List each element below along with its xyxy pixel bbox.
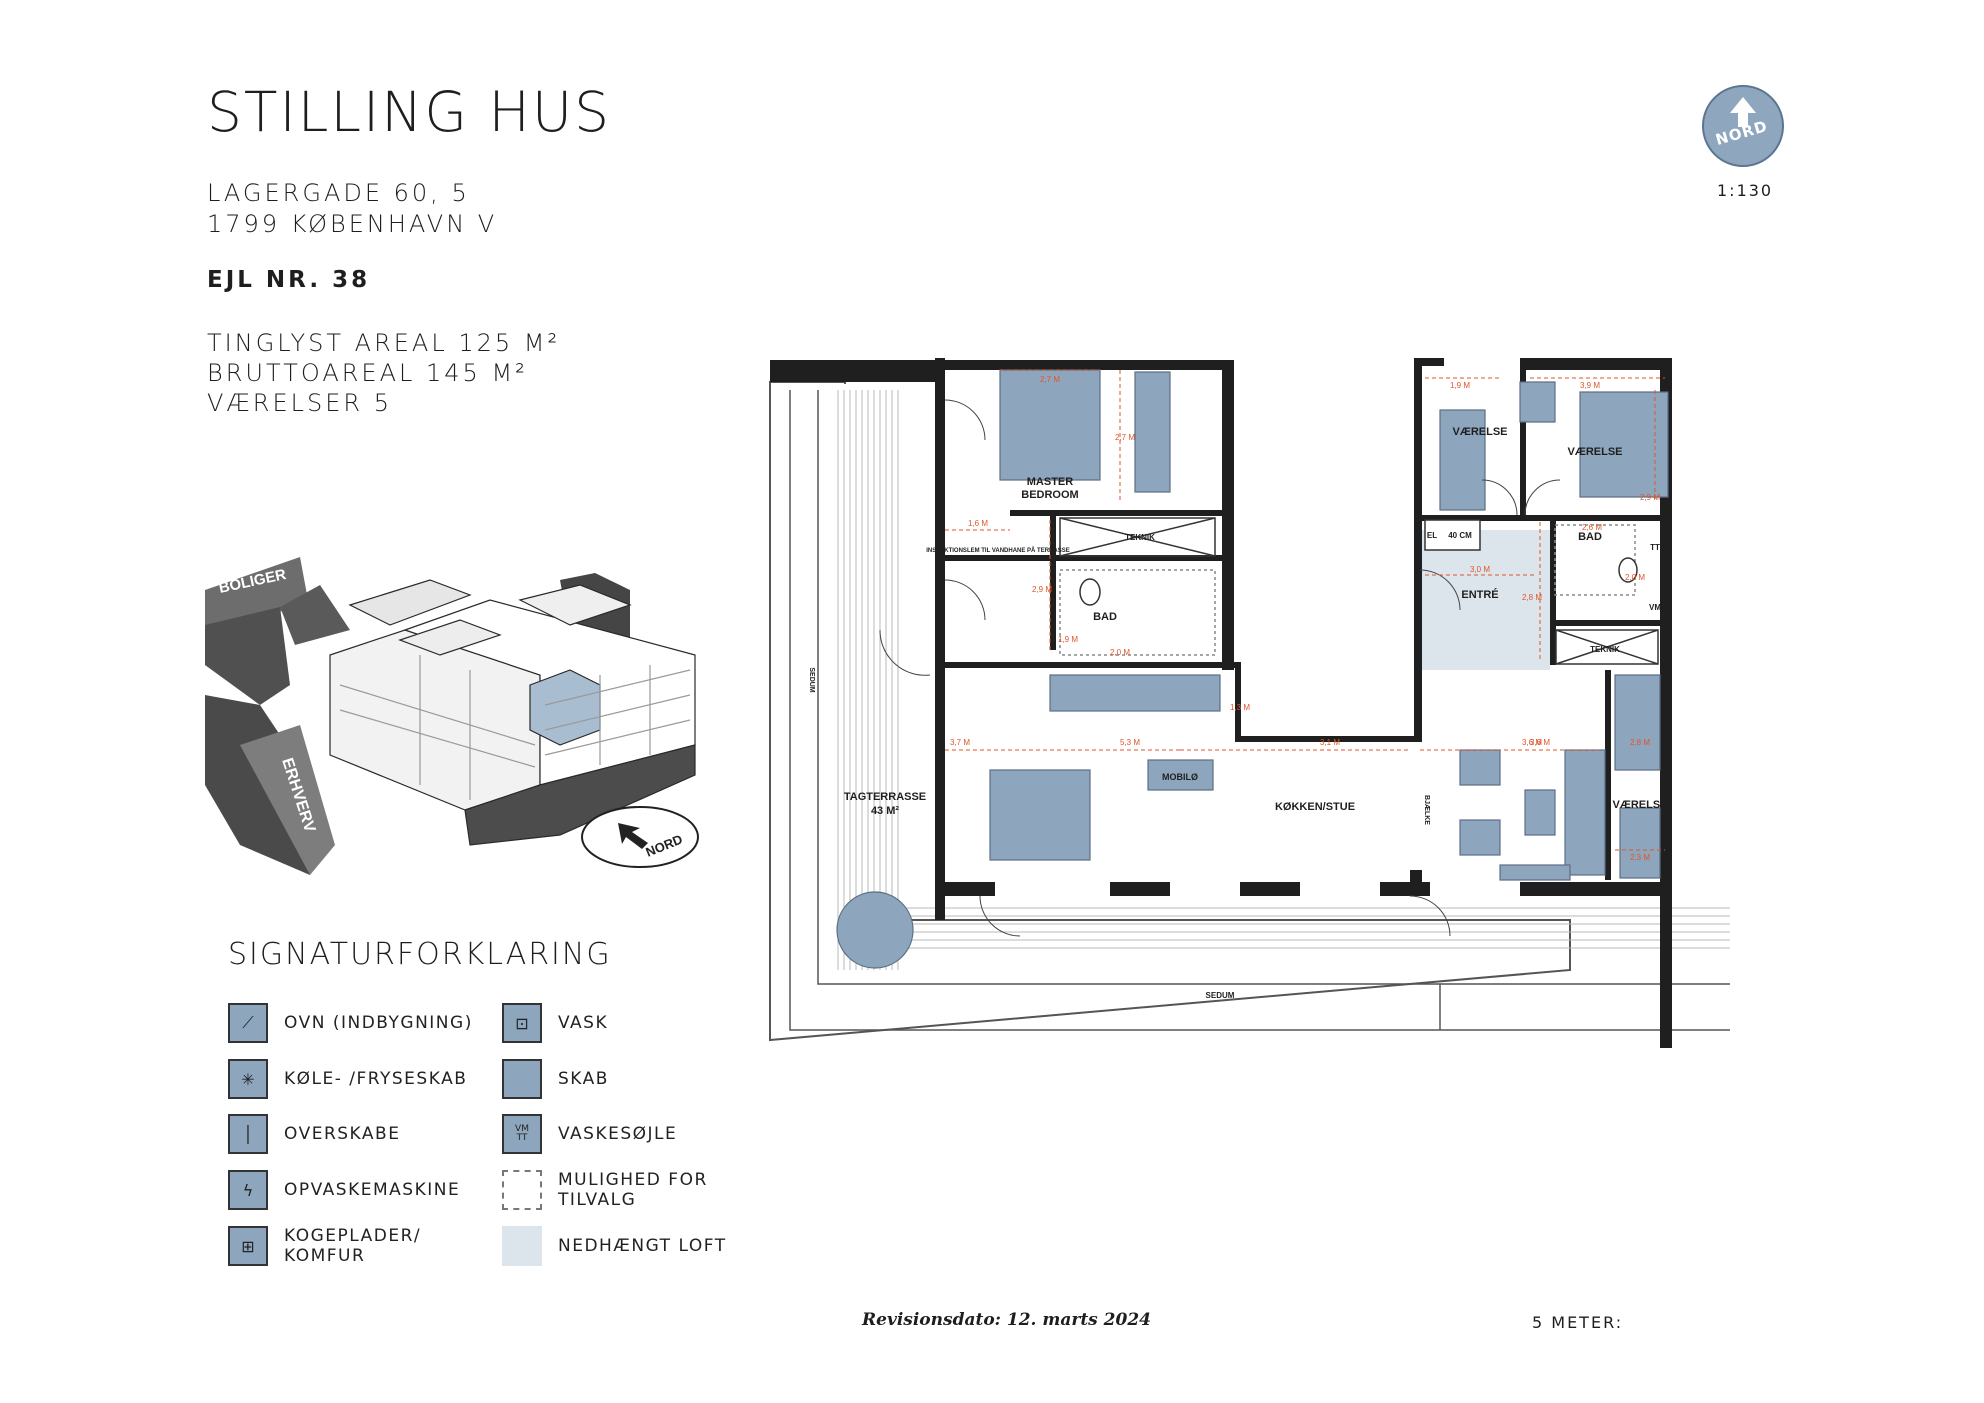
address-line-1: LAGERGADE 60, 5 [207,179,470,207]
legend-label: OVERSKABE [284,1124,401,1144]
dim-label: 3,6 M [1522,738,1542,747]
dim-label: 1,6 M [968,519,988,528]
dim-label: 5,3 M [1120,738,1140,747]
dim-label: 2,7 M [1040,375,1060,384]
legend-item-sink: ⊡ VASK [502,1003,608,1043]
legend-item-washer-dryer: VM TT VASKESØJLE [502,1114,677,1154]
meter-scale-label: 5 METER: [1532,1313,1624,1332]
vm-label: VM [1649,603,1661,612]
legend-label: SKAB [558,1069,609,1089]
legend-label: OPVASKEMASKINE [284,1180,461,1200]
room-tech-2-label: TEKNIK [1590,645,1620,654]
room-bath-1-label: BAD [1093,611,1117,623]
cabinet-icon [502,1059,542,1099]
north-compass-icon [1702,85,1784,167]
beam-label: BJÆLKE [1423,795,1430,825]
dim-label: 2,7 M [1115,433,1135,442]
dim-label: 1,9 M [1450,381,1470,390]
dim-label: 2,9 M [1032,585,1052,594]
unit-number: EJL NR. 38 [207,267,371,293]
room-tech-1-label: TEKNIK [1125,533,1155,542]
el-label: EL [1427,531,1437,540]
room-entry-label: ENTRÉ [1461,588,1498,601]
oven-icon: ⟋ [228,1003,268,1043]
dim-label: 3,6 M [1530,738,1550,747]
legend-item-dishwasher: ϟ OPVASKEMASKINE [228,1170,460,1210]
dim-label: 2,3 M [1630,853,1650,862]
legend-label: MULIGHED FOR TILVALG [558,1170,708,1210]
room-bath-2-label: BAD [1578,531,1602,543]
room-terrace-area: 43 M² [871,805,899,817]
dim-label: 2,8 M [1630,738,1650,747]
furniture [836,369,1669,969]
site-map-main-building [329,579,696,846]
site-compass-icon: NORD [581,806,699,868]
room-bedroom-1-label: VÆRELSE [1452,426,1507,438]
dim-label: 1,3 M [1230,703,1250,712]
legend-label: NEDHÆNGT LOFT [558,1236,727,1256]
dim-label: 1,9 M [1058,635,1078,644]
mobile-island-label: MOBILØ [1162,772,1198,782]
sedum-label-left: SEDUM [808,667,815,692]
room-count: VÆRELSER 5 [207,389,392,417]
legend-item-upper-cabinets: │ OVERSKABE [228,1114,400,1154]
legend-label: OVN (INDBYGNING) [284,1013,473,1033]
scale-label: 1:130 [1717,181,1774,200]
upper-cabinet-icon: │ [228,1114,268,1154]
dim-label: 3,1 M [1320,738,1340,747]
walls [770,358,1672,1048]
dim-label: 2,8 M [1522,593,1542,602]
tt-label: TT [1650,543,1660,552]
cm-label: 40 CM [1448,531,1472,540]
site-map: BOLIGER ERHVERV NORD [205,557,699,875]
project-title: STILLING HUS [207,80,612,144]
legend-item-cabinet: SKAB [502,1059,609,1099]
dim-label: 2,9 M [1640,493,1660,502]
legend-title: SIGNATURFORKLARING [228,937,612,972]
dim-label: 3,9 M [1580,381,1600,390]
legend-item-hob: ⊞ KOGEPLADER/ KOMFUR [228,1226,421,1266]
legend-item-suspended-ceiling: NEDHÆNGT LOFT [502,1226,727,1266]
door-swings [879,399,1561,937]
fridge-icon: ✳ [228,1059,268,1099]
north-arrow-icon [1730,97,1756,127]
hob-icon: ⊞ [228,1226,268,1266]
inspection-label: INSPEKTIONSLEM TIL VANDHANE PÅ TERRASSE [926,547,1069,554]
dim-label: 2,0 M [1110,648,1130,657]
dim-label: 3,0 M [1470,565,1490,574]
area-registered: TINGLYST AREAL 125 M² [207,329,561,357]
room-master-label-2: BEDROOM [1021,489,1078,501]
suspended-ceiling-icon [502,1226,542,1266]
sink-icon: ⊡ [502,1003,542,1043]
room-bedroom-2-label: VÆRELSE [1567,446,1622,458]
area-info: TINGLYST AREAL 125 M² BRUTTOAREAL 145 M²… [207,328,560,418]
legend-item-fridge: ✳ KØLE- /FRYSESKAB [228,1059,467,1099]
dimension-lines [945,369,1665,851]
legend-item-option: MULIGHED FOR TILVALG [502,1170,708,1210]
legend-label: KOGEPLADER/ KOMFUR [284,1226,422,1266]
area-gross: BRUTTOAREAL 145 M² [207,359,528,387]
bathroom-fixtures [1059,517,1659,665]
terrace-decking [769,381,1730,1042]
room-terrace-label: TAGTERRASSE [844,791,926,803]
dishwasher-icon: ϟ [228,1170,268,1210]
dim-label: 2,0 M [1625,573,1645,582]
legend-label: VASKESØJLE [558,1124,678,1144]
sedum-label-bottom: SEDUM [1206,991,1235,1000]
washer-dryer-icon: VM TT [502,1114,542,1154]
room-master-label: MASTER [1027,476,1074,488]
address: LAGERGADE 60, 5 1799 KØBENHAVN V [207,178,497,240]
address-line-2: 1799 KØBENHAVN V [207,210,498,238]
room-kitchen-label: KØKKEN/STUE [1275,801,1355,813]
legend-label: KØLE- /FRYSESKAB [284,1069,468,1089]
room-bedroom-3-label: VÆRELSE [1612,799,1667,811]
dim-label: 3,7 M [950,738,970,747]
option-outline-icon [502,1170,542,1210]
legend-label: VASK [558,1013,609,1033]
suspended-ceiling-area [1420,530,1550,670]
floor-plan: MASTER BEDROOM BAD TEKNIK VÆRELSE VÆRELS… [769,358,1730,1048]
revision-date: Revisionsdato: 12. marts 2024 [862,1310,1151,1330]
legend-item-oven: ⟋ OVN (INDBYGNING) [228,1003,473,1043]
dim-label: 2,6 M [1582,523,1602,532]
